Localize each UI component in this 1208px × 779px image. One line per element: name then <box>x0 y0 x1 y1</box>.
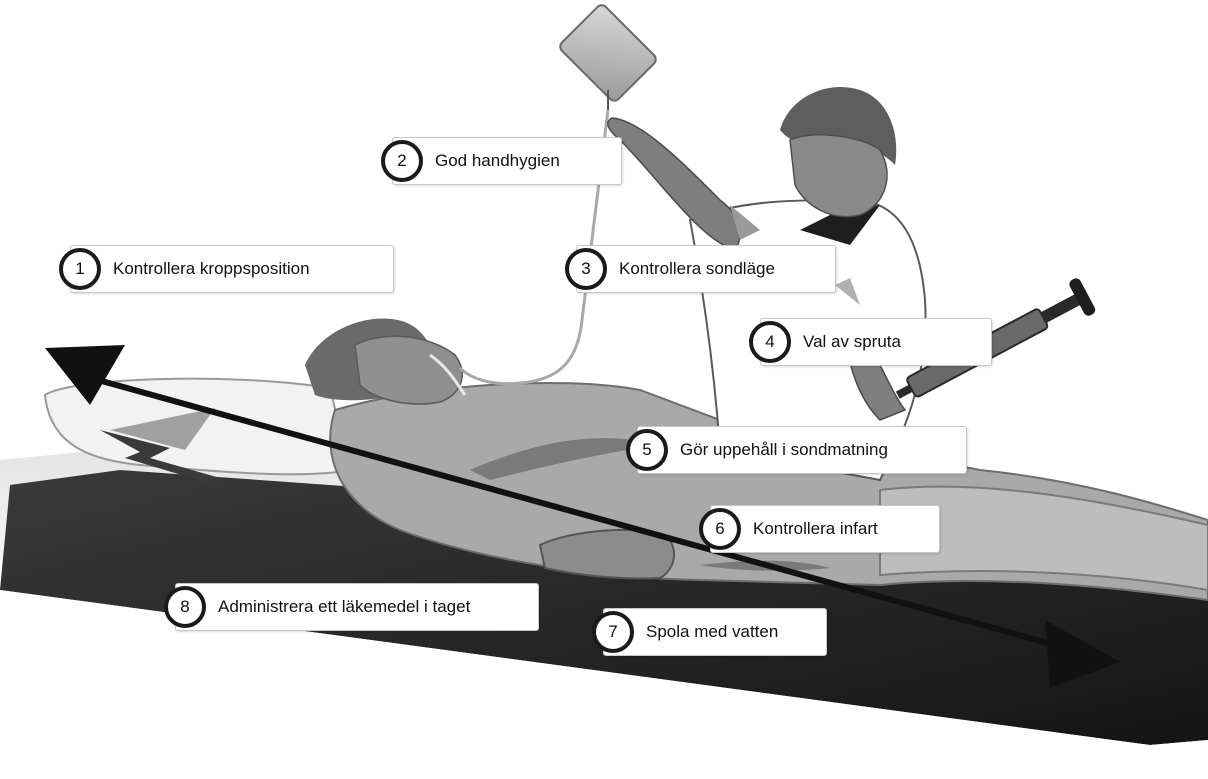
step-number-6: 6 <box>699 508 741 550</box>
step-number-3: 3 <box>565 248 607 290</box>
nurse-arm-raised <box>608 118 740 250</box>
step-number-4: 4 <box>749 321 791 363</box>
step-1: 1 Kontrollera kroppsposition <box>70 245 394 293</box>
step-3: 3 Kontrollera sondläge <box>576 245 836 293</box>
step-2: 2 God handhygien <box>392 137 622 185</box>
step-5: 5 Gör uppehåll i sondmatning <box>637 426 967 474</box>
step-label-3: Kontrollera sondläge <box>619 259 775 279</box>
step-label-7: Spola med vatten <box>646 622 778 642</box>
step-label-2: God handhygien <box>435 151 560 171</box>
step-number-1: 1 <box>59 248 101 290</box>
step-4: 4 Val av spruta <box>760 318 992 366</box>
step-label-6: Kontrollera infart <box>753 519 878 539</box>
step-7: 7 Spola med vatten <box>603 608 827 656</box>
step-number-8: 8 <box>164 586 206 628</box>
step-number-2: 2 <box>381 140 423 182</box>
step-number-5: 5 <box>626 429 668 471</box>
step-label-5: Gör uppehåll i sondmatning <box>680 440 888 460</box>
feeding-bag <box>558 3 658 110</box>
step-label-1: Kontrollera kroppsposition <box>113 259 310 279</box>
step-label-4: Val av spruta <box>803 332 901 352</box>
step-6: 6 Kontrollera infart <box>710 505 940 553</box>
step-number-7: 7 <box>592 611 634 653</box>
step-label-8: Administrera ett läkemedel i taget <box>218 597 470 617</box>
step-8: 8 Administrera ett läkemedel i taget <box>175 583 539 631</box>
